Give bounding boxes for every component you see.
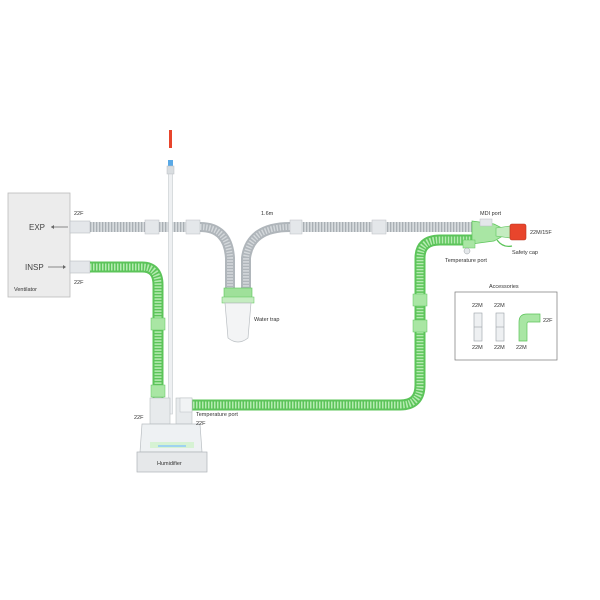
- red-end-cap: [509, 223, 527, 241]
- ventilator-name: Ventilator: [14, 287, 37, 293]
- water-trap: Water trap: [221, 287, 279, 343]
- humidifier: Humidifier: [136, 397, 208, 473]
- expiratory-limb: [69, 219, 474, 290]
- exp-label: EXP: [29, 223, 45, 232]
- accessory1-top-label: 22M: [472, 303, 483, 309]
- length-label: 1.6m: [261, 211, 274, 217]
- accessory1-bottom-label: 22M: [472, 345, 483, 351]
- insp-label: INSP: [25, 263, 44, 272]
- temperature-port-bottom-label: Temperature port: [196, 412, 238, 418]
- ventilator-box: [7, 192, 71, 298]
- accessory3-bottom-label: 22M: [516, 345, 527, 351]
- humidifier-label: Humidifier: [157, 461, 182, 467]
- port-22f-humidifier-right-label: 22F: [196, 421, 206, 427]
- inspiratory-limb: [69, 234, 474, 411]
- port-22f-insp-label: 22F: [74, 280, 84, 286]
- accessory3-side-label: 22F: [543, 318, 553, 324]
- temperature-probe-rod: [166, 130, 175, 415]
- accessories-panel: Accessories 22M 22M 22M 22M 22F 22M: [454, 284, 558, 361]
- accessories-title: Accessories: [489, 284, 519, 290]
- mdi-port-label: MDI port: [480, 211, 502, 217]
- temperature-port-right-label: Temperature port: [445, 258, 487, 264]
- accessories-box: [454, 291, 558, 361]
- insp-arrow-head-icon: [63, 265, 66, 269]
- accessory2-bottom-label: 22M: [494, 345, 505, 351]
- ventilator: EXP INSP Ventilator: [7, 192, 71, 298]
- port-22f-exp-label: 22F: [74, 211, 84, 217]
- end-connector-label: 22M/15F: [530, 230, 552, 236]
- exp-arrow-head-icon: [51, 225, 54, 229]
- accessory2-top-label: 22M: [494, 303, 505, 309]
- temperature-port-right: [462, 239, 476, 249]
- water-trap-label: Water trap: [254, 317, 279, 323]
- port-22f-humidifier-left-label: 22F: [134, 415, 144, 421]
- safety-cap-label: Safety cap: [512, 250, 538, 256]
- patient-y-piece: [462, 218, 527, 255]
